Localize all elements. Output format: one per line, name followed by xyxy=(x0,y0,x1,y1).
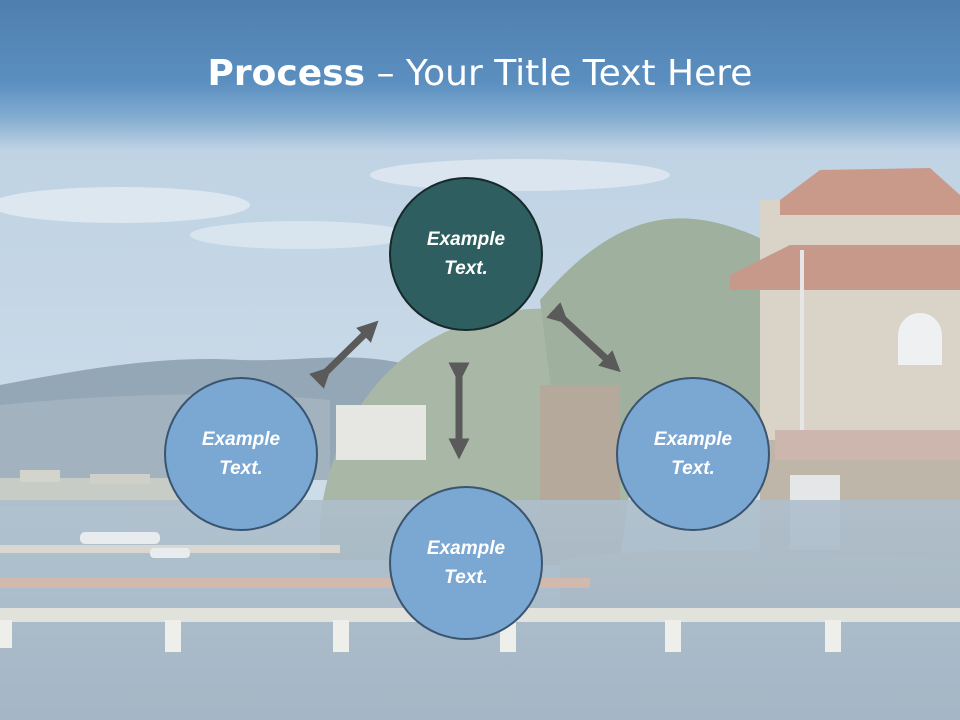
title-rest: – Your Title Text Here xyxy=(365,53,753,94)
process-node-top: Example Text. xyxy=(389,177,543,331)
arrow-top-left xyxy=(309,320,379,389)
title-bold-part: Process xyxy=(207,53,366,94)
process-node-right: Example Text. xyxy=(616,377,770,531)
process-node-bottom: Example Text. xyxy=(389,486,543,640)
process-node-left: Example Text. xyxy=(164,377,318,531)
arrow-top-right xyxy=(546,302,621,373)
slide-title: Process – Your Title Text Here xyxy=(0,52,960,96)
title-band xyxy=(0,0,960,150)
